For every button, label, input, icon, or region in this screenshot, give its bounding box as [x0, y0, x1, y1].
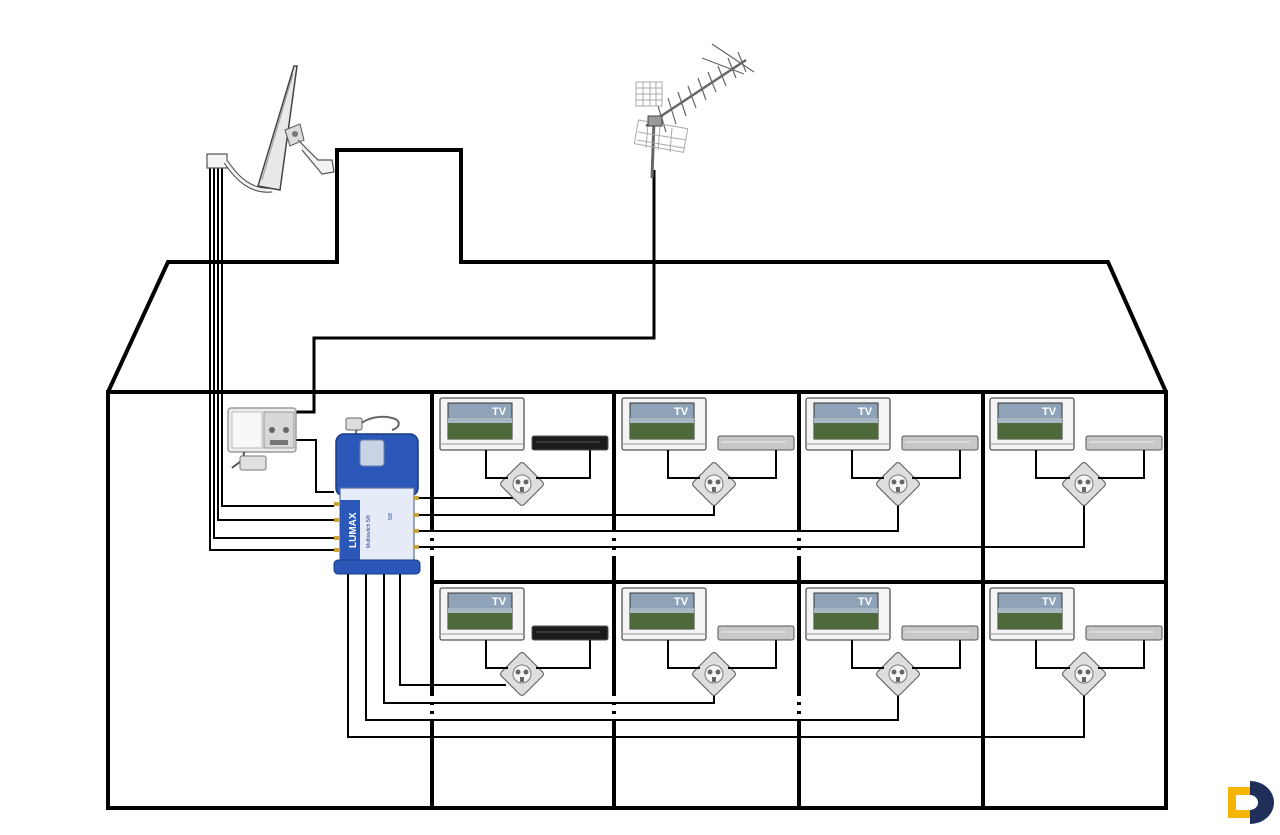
wall-socket-icon	[876, 462, 920, 506]
receiver-cable	[728, 640, 777, 669]
wall-socket-icon	[692, 462, 736, 506]
tv-label: TV	[674, 406, 689, 418]
multiswitch-icon: LUMAX Multiswitch 5/8 5/8	[333, 415, 421, 575]
tv-icon: TV	[621, 587, 707, 641]
yagi-antenna-icon	[633, 43, 755, 179]
tv-cable	[485, 450, 508, 479]
building-walls	[106, 390, 1168, 810]
tv-cable	[1035, 450, 1070, 479]
amp-to-ms-cable	[296, 439, 334, 493]
receiver-cable	[912, 450, 961, 479]
tv-label: TV	[1042, 596, 1057, 608]
room-upper-3: TV	[805, 397, 979, 506]
receiver-cable	[536, 450, 591, 479]
receiver-icon	[1085, 625, 1163, 641]
wall-socket-icon	[500, 462, 544, 506]
tv-icon: TV	[439, 397, 525, 451]
receiver-icon	[901, 625, 979, 641]
tv-cable	[667, 450, 700, 479]
rooms: TV TV TV TV TV TV TV TV	[439, 397, 1163, 696]
tv-cable	[851, 450, 884, 479]
receiver-cable	[1098, 450, 1145, 479]
antenna-cable	[296, 170, 656, 414]
wall-socket-icon	[500, 652, 544, 696]
receiver-icon	[531, 435, 609, 451]
receiver-cable	[1098, 640, 1145, 669]
logo-icon	[1228, 781, 1274, 824]
tv-label: TV	[1042, 406, 1057, 418]
tv-cable	[1035, 640, 1070, 669]
building-outline	[106, 148, 1168, 810]
tv-label: TV	[492, 596, 507, 608]
receiver-icon	[717, 435, 795, 451]
tv-icon: TV	[805, 587, 891, 641]
wall-socket-icon	[1062, 462, 1106, 506]
receiver-icon	[901, 435, 979, 451]
room-lower-4: TV	[989, 587, 1163, 696]
wall-socket-icon	[876, 652, 920, 696]
receiver-icon	[717, 625, 795, 641]
tv-icon: TV	[439, 587, 525, 641]
tv-label: TV	[858, 406, 873, 418]
room-upper-2: TV	[621, 397, 795, 506]
tv-cable	[485, 640, 508, 669]
receiver-cable	[728, 450, 777, 479]
receiver-icon	[531, 625, 609, 641]
room-lower-3: TV	[805, 587, 979, 696]
satellite-dish-icon	[206, 65, 335, 193]
output-cables-lower	[347, 572, 1085, 738]
room-lower-1: TV	[439, 587, 609, 696]
tv-label: TV	[858, 596, 873, 608]
amplifier-icon	[227, 407, 297, 471]
room-upper-4: TV	[989, 397, 1163, 506]
receiver-cable	[536, 640, 591, 669]
dish-cables	[209, 168, 334, 551]
wall-socket-icon	[1062, 652, 1106, 696]
room-lower-2: TV	[621, 587, 795, 696]
multiswitch-brand: LUMAX	[348, 512, 359, 548]
tv-cable	[667, 640, 700, 669]
tv-label: TV	[492, 406, 507, 418]
tv-icon: TV	[989, 397, 1075, 451]
tv-icon: TV	[805, 397, 891, 451]
tv-icon: TV	[621, 397, 707, 451]
receiver-icon	[1085, 435, 1163, 451]
tv-label: TV	[674, 596, 689, 608]
multiswitch-model: Multiswitch 5/8	[366, 515, 372, 548]
wall-socket-icon	[692, 652, 736, 696]
room-upper-1: TV	[439, 397, 609, 506]
roof-line	[106, 148, 1168, 393]
tv-icon: TV	[989, 587, 1075, 641]
receiver-cable	[912, 640, 961, 669]
multiswitch-model-short: 5/8	[388, 513, 394, 520]
tv-cable	[851, 640, 884, 669]
